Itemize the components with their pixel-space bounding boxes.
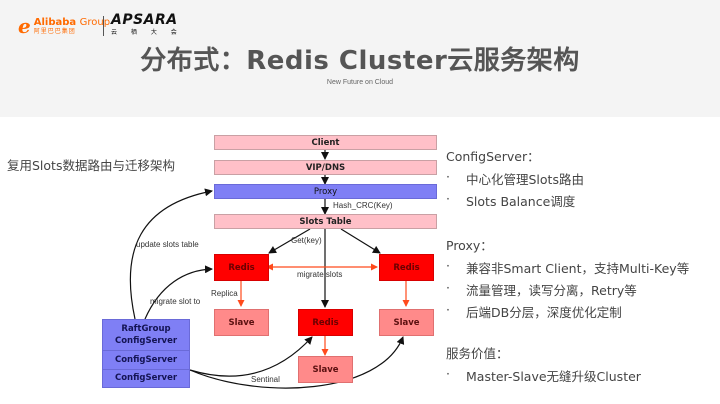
- slide-subtitle: New Future on Cloud: [326, 79, 394, 86]
- slide-header: e Alibaba Group 阿里巴巴集团 APSARA 云 栖 大 会 分布…: [0, 0, 720, 117]
- list-item: ·中心化管理Slots路由: [446, 169, 584, 187]
- label-migrate-slot-to: migrate slot to: [150, 297, 201, 306]
- proxy-layer: Proxy: [214, 184, 437, 199]
- label-replica: Replica: [211, 289, 238, 298]
- redis-node-right: Redis: [379, 254, 434, 281]
- arrow-slots-to-redis-right: [340, 228, 381, 254]
- label-migrate-slots: migrate slots: [297, 270, 343, 279]
- panel-config-server: ConfigServer： ·中心化管理Slots路由 ·Slots Balan…: [446, 146, 584, 213]
- config-server-1: ConfigServer: [114, 336, 178, 346]
- panel-value: 服务价值： ·Master-Slave无缝升级Cluster: [446, 343, 641, 388]
- alibaba-chinese: 阿里巴巴集团: [33, 27, 76, 35]
- client-layer: Client: [214, 135, 437, 150]
- panel-proxy-heading: Proxy：: [446, 238, 493, 253]
- panel-config-server-heading: ConfigServer：: [446, 149, 540, 164]
- alibaba-group-logo: e Alibaba Group 阿里巴巴集团: [18, 14, 110, 38]
- slide-title: 分布式：Redis Cluster云服务架构: [140, 46, 580, 76]
- list-item: ·Slots Balance调度: [446, 191, 576, 209]
- label-update-slots-table: update slots table: [136, 240, 199, 249]
- alibaba-mark-icon: e: [18, 14, 31, 38]
- config-server-3: ConfigServer: [114, 373, 178, 383]
- slave-node-right: Slave: [379, 309, 434, 336]
- alibaba-name: Alibaba: [33, 16, 77, 28]
- logo-divider: [103, 16, 104, 36]
- slave-node-left: Slave: [214, 309, 269, 336]
- apsara-name: APSARA: [111, 12, 178, 28]
- panel-value-heading: 服务价值：: [446, 346, 509, 361]
- panel-proxy: Proxy： ·兼容非Smart Client，支持Multi-Key等 ·流量…: [446, 235, 689, 324]
- list-item: ·兼容非Smart Client，支持Multi-Key等: [446, 258, 690, 276]
- config-server-2: ConfigServer: [114, 355, 178, 365]
- label-get-key: Get(key): [291, 236, 322, 245]
- slots-table-layer: Slots Table: [214, 214, 437, 229]
- list-item: ·Master-Slave无缝升级Cluster: [446, 366, 641, 384]
- config-server-group: RaftGroup ConfigServer ConfigServer Conf…: [102, 319, 190, 388]
- label-hash-crc: Hash_CRC(Key): [333, 201, 393, 210]
- apsara-chinese: 云 栖 大 会: [111, 29, 183, 36]
- arrow-sentinal-right: [189, 336, 405, 389]
- arrow-migrate-slot-to: [144, 265, 213, 320]
- arrow-sentinal-center: [189, 336, 313, 377]
- label-sentinal: Sentinal: [251, 375, 280, 384]
- slave-node-center: Slave: [298, 356, 353, 383]
- list-item: ·后端DB分层，深度优化定制: [446, 302, 622, 320]
- vip-dns-layer: VIP/DNS: [214, 160, 437, 175]
- apsara-logo: APSARA 云 栖 大 会: [111, 13, 183, 36]
- redis-node-center: Redis: [298, 309, 353, 336]
- redis-node-left: Redis: [214, 254, 269, 281]
- alibaba-group: Group: [79, 16, 111, 28]
- list-item: ·流量管理，读写分离，Retry等: [446, 280, 637, 298]
- left-heading: 复用Slots数据路由与迁移架构: [7, 158, 175, 173]
- raftgroup-label: RaftGroup: [121, 324, 171, 334]
